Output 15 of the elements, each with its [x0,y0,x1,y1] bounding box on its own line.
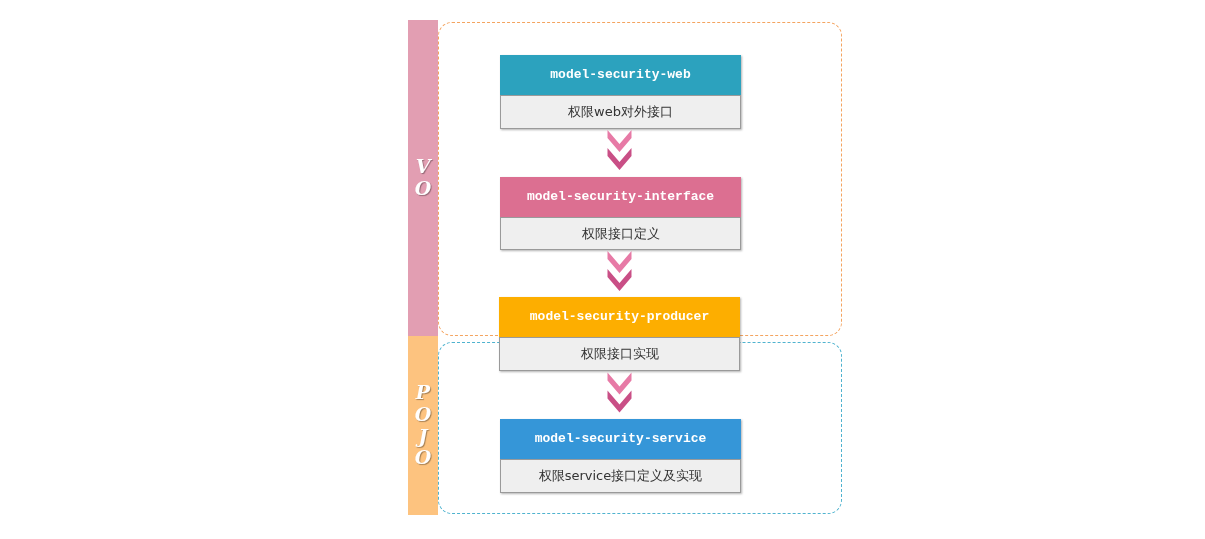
chevron-arrow [607,251,632,291]
module-header: model-security-service [500,419,741,459]
chevron-arrow [607,130,632,170]
module-header: model-security-web [500,55,741,95]
module-header: model-security-interface [500,177,741,217]
module-description: 权限接口实现 [499,337,740,371]
side-band [408,336,438,515]
module-description: 权限接口定义 [500,217,741,250]
band-label: VO [413,156,433,200]
chevron-arrow [607,372,632,413]
band-label: POJO [413,381,433,470]
module-description: 权限service接口定义及实现 [500,459,741,493]
module-description: 权限web对外接口 [500,95,741,129]
module-header: model-security-producer [499,297,740,337]
side-band [408,20,438,336]
